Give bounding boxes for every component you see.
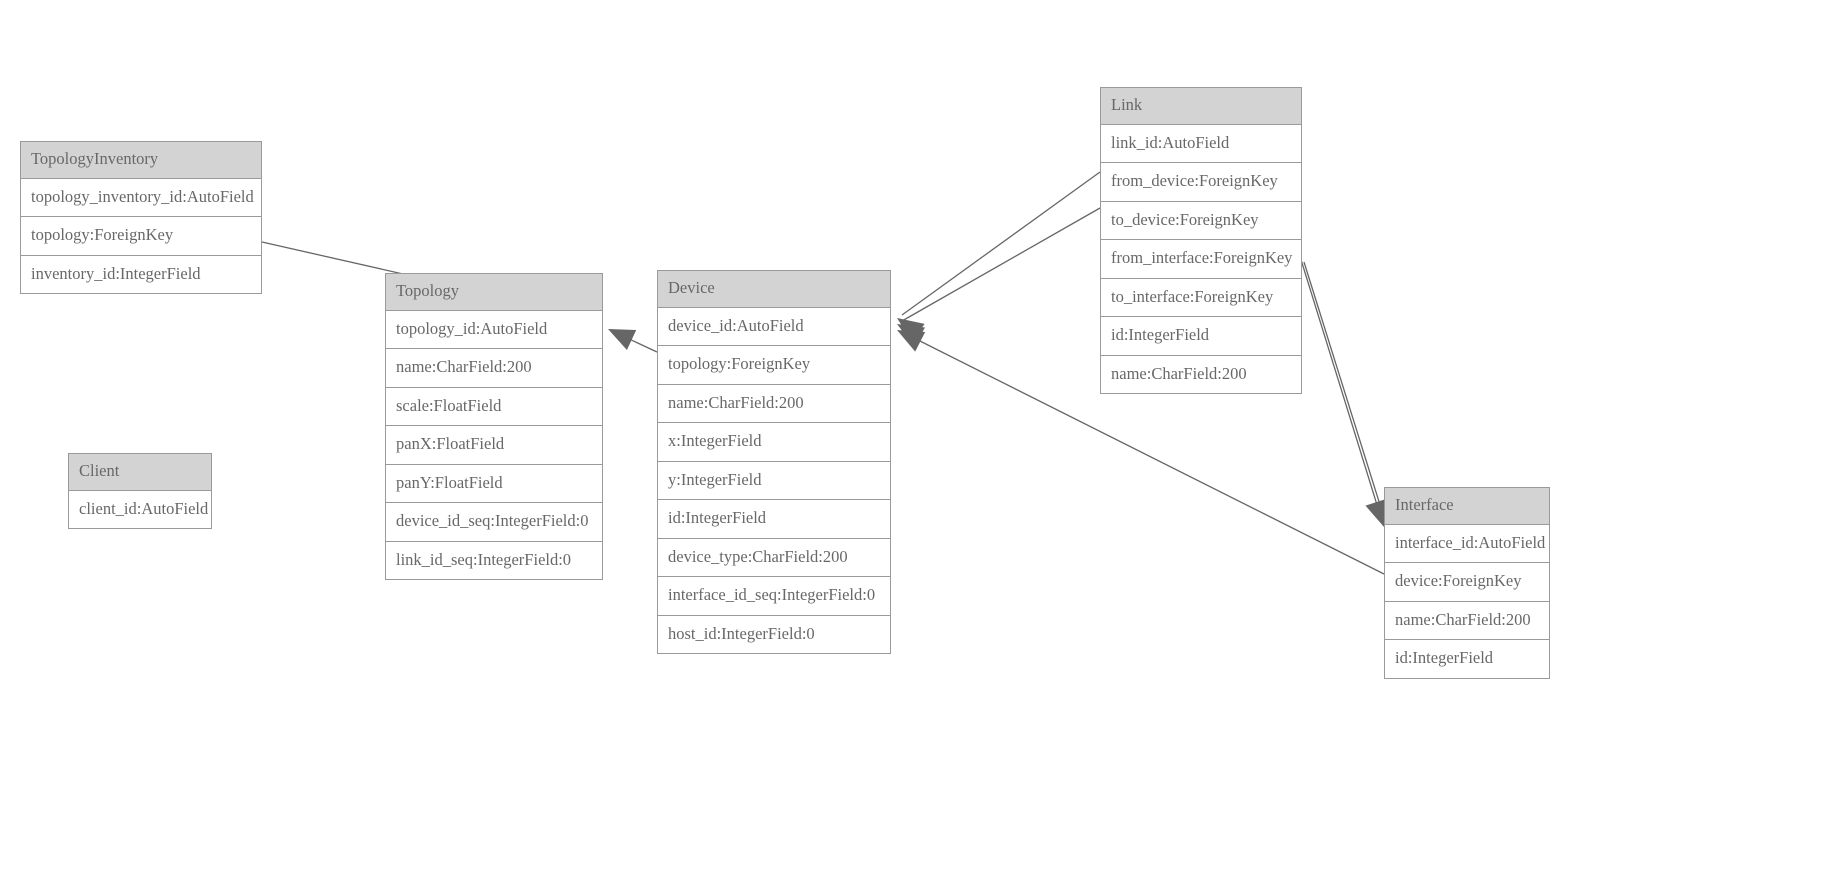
entity-field-row[interactable]: id:IntegerField <box>1101 317 1301 356</box>
entity-field-row[interactable]: x:IntegerField <box>658 423 890 462</box>
relationship-rel-link-to-device <box>897 207 1101 347</box>
entity-field-row[interactable]: name:CharField:200 <box>1385 601 1549 640</box>
entity-field-row[interactable]: inventory_id:IntegerField <box>21 255 261 293</box>
relationship-line <box>901 171 1101 316</box>
entity-title-device: Device <box>658 271 890 308</box>
entity-field-row[interactable]: to_device:ForeignKey <box>1101 201 1301 240</box>
entity-field-row[interactable]: id:IntegerField <box>1385 640 1549 678</box>
entity-field-row[interactable]: panX:FloatField <box>386 426 602 465</box>
entity-field-row[interactable]: interface_id:AutoField <box>1385 524 1549 563</box>
relationship-line <box>611 330 658 353</box>
entity-field-row[interactable]: topology:ForeignKey <box>658 346 890 385</box>
entity-title-interface: Interface <box>1385 488 1549 525</box>
relationship-line <box>1303 261 1387 525</box>
entity-field-list-client: client_id:AutoField <box>69 490 211 528</box>
entity-field-row[interactable]: name:CharField:200 <box>1101 355 1301 393</box>
entity-field-row[interactable]: device:ForeignKey <box>1385 563 1549 602</box>
entity-field-row[interactable]: panY:FloatField <box>386 464 602 503</box>
entity-field-row[interactable]: device_type:CharField:200 <box>658 538 890 577</box>
entity-field-row[interactable]: topology_id:AutoField <box>386 310 602 349</box>
entity-field-row[interactable]: y:IntegerField <box>658 461 890 500</box>
relationship-arrowhead <box>897 318 925 342</box>
entity-field-row[interactable]: client_id:AutoField <box>69 490 211 528</box>
entity-field-row[interactable]: interface_id_seq:IntegerField:0 <box>658 577 890 616</box>
entity-field-row[interactable]: name:CharField:200 <box>658 384 890 423</box>
relationship-arrowhead <box>897 330 926 352</box>
relationship-arrowhead <box>608 329 637 350</box>
entity-field-row[interactable]: device_id_seq:IntegerField:0 <box>386 503 602 542</box>
entity-field-row[interactable]: to_interface:ForeignKey <box>1101 278 1301 317</box>
entity-field-row[interactable]: topology:ForeignKey <box>21 217 261 256</box>
entity-field-row[interactable]: from_interface:ForeignKey <box>1101 240 1301 279</box>
entity-title-topology: Topology <box>386 274 602 311</box>
relationship-line <box>901 207 1101 322</box>
entity-field-row[interactable]: topology_inventory_id:AutoField <box>21 178 261 217</box>
entity-field-row[interactable]: name:CharField:200 <box>386 349 602 388</box>
relationship-line <box>1297 249 1383 522</box>
entity-title-topologyinventory: TopologyInventory <box>21 142 261 179</box>
entity-field-row[interactable]: link_id:AutoField <box>1101 124 1301 163</box>
relationship-rel-device-topology <box>608 329 658 353</box>
entity-field-row[interactable]: host_id:IntegerField:0 <box>658 615 890 653</box>
entity-field-row[interactable]: device_id:AutoField <box>658 307 890 346</box>
entity-title-client: Client <box>69 454 211 491</box>
relationship-arrowhead <box>897 324 926 347</box>
entity-field-row[interactable]: link_id_seq:IntegerField:0 <box>386 541 602 579</box>
entity-field-row[interactable]: from_device:ForeignKey <box>1101 163 1301 202</box>
relationship-rel-link-from-device <box>897 171 1101 342</box>
entity-field-row[interactable]: id:IntegerField <box>658 500 890 539</box>
relationship-rel-link-from-interface <box>1297 249 1387 527</box>
entity-title-link: Link <box>1101 88 1301 125</box>
entity-field-row[interactable]: scale:FloatField <box>386 387 602 426</box>
